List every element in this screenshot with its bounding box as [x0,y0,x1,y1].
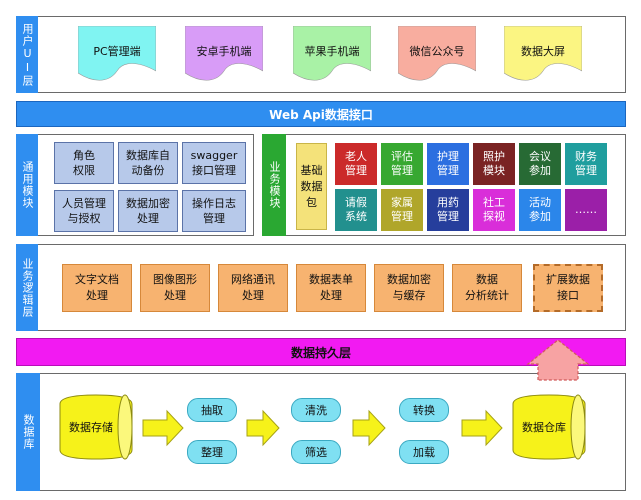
tile-medication-management: 用药 管理 [427,189,469,231]
logic-data-form: 数据表单 处理 [296,264,366,312]
wave-shape [398,26,476,81]
tile-more: …… [565,189,607,231]
logic-encrypt-cache: 数据加密 与缓存 [374,264,444,312]
base-data-package-label: 基础 数据 包 [300,163,323,209]
flow-arrow-2 [246,409,280,447]
module-user-auth: 人员管理 与授权 [54,190,114,232]
web-api-band: Web Api数据接口 [16,101,626,127]
tile-finance-management: 财务 管理 [565,143,607,185]
tile-meeting: 会议 参加 [519,143,561,185]
ui-item-ios: 苹果手机端 [293,26,371,81]
ui-item-label: 安卓手机端 [196,45,252,58]
logic-data-analysis: 数据 分析统计 [452,264,522,312]
tile-leave-system: 请假 系统 [335,189,377,231]
wave-shape [504,26,582,81]
ui-item-android: 安卓手机端 [185,26,263,81]
database-layer-label: 数据库 [16,373,40,491]
tile-activity: 活动 参加 [519,189,561,231]
target-cylinder-icon [512,394,586,460]
module-swagger: swagger 接口管理 [182,142,246,184]
persist-up-arrow [526,339,590,381]
wave-shape [78,26,156,81]
wave-fill [504,26,582,81]
tile-elder-management: 老人 管理 [335,143,377,185]
module-data-encrypt: 数据加密 处理 [118,190,178,232]
ui-item-label: 微信公众号 [409,45,465,58]
module-role-permission: 角色 权限 [54,142,114,184]
tile-care-module: 照护 模块 [473,143,515,185]
op-organize: 整理 [187,440,237,464]
op-extract: 抽取 [187,398,237,422]
op-transform: 转换 [399,398,449,422]
module-db-backup: 数据库自 动备份 [118,142,178,184]
logic-image-graphics: 图像图形 处理 [140,264,210,312]
tile-nursing-management: 护理 管理 [427,143,469,185]
wave-shape [185,26,263,81]
ui-item-bigscreen: 数据大屏 [504,26,582,81]
wave-shape [293,26,371,81]
common-modules-label: 通用模块 [16,134,38,236]
logic-network: 网络通讯 处理 [218,264,288,312]
op-clean: 清洗 [291,398,341,422]
module-operation-log: 操作日志 管理 [182,190,246,232]
ui-item-pc: PC管理端 [78,26,156,81]
flow-arrow-4 [461,409,503,447]
flow-arrow-1 [142,409,184,447]
business-logic-label: 业务逻辑层 [16,244,38,331]
wave-fill [398,26,476,81]
wave-fill [293,26,371,81]
persistence-band: 数据持久层 [16,338,626,366]
business-modules-label: 业务模块 [262,134,286,236]
target-warehouse-label: 数据仓库 [522,421,566,434]
base-data-package: 基础 数据 包 [296,143,327,230]
source-storage-label: 数据存储 [69,421,113,434]
ui-item-label: 数据大屏 [521,45,565,58]
source-cylinder-icon [59,394,133,460]
user-ui-layer-label: 用户UI层 [16,16,38,93]
ui-item-label: PC管理端 [93,45,141,58]
logic-extension-interface: 扩展数据 接口 [533,264,603,312]
flow-arrow-3 [352,409,386,447]
op-filter: 筛选 [291,440,341,464]
logic-text-document: 文字文档 处理 [62,264,132,312]
op-load: 加载 [399,440,449,464]
tile-assessment-management: 评估 管理 [381,143,423,185]
ui-item-label: 苹果手机端 [304,45,360,58]
tile-social-visit: 社工 探视 [473,189,515,231]
ui-item-wechat: 微信公众号 [398,26,476,81]
tile-family-management: 家属 管理 [381,189,423,231]
wave-fill [185,26,263,81]
wave-fill [78,26,156,81]
